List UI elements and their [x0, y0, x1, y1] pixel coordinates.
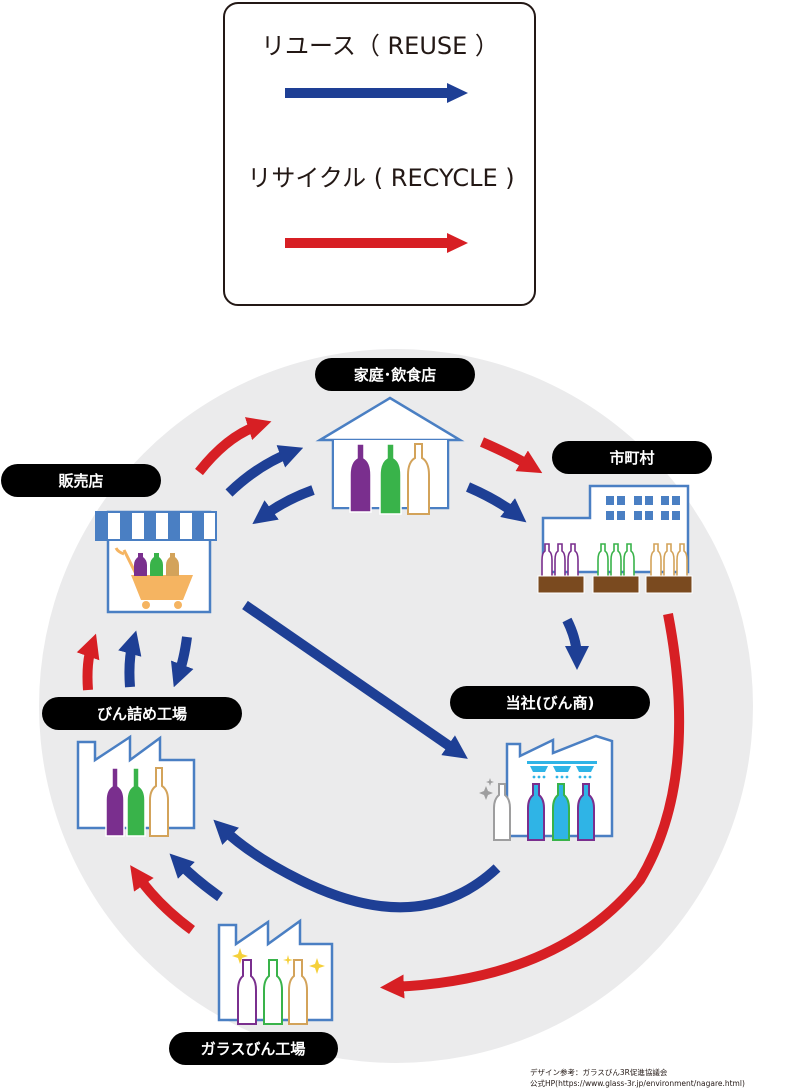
- shopping-cart-icon: [114, 547, 193, 609]
- purple-bottle-icon: [349, 443, 372, 513]
- reuse-arrow-household-to-store: [252, 485, 315, 525]
- label-bottling: びん詰め工場: [42, 697, 242, 730]
- legend: リユース（ REUSE ） リサイクル ( RECYCLE ): [223, 2, 536, 306]
- household-house-icon: [315, 396, 465, 515]
- purple-bottle-icon: [134, 553, 147, 576]
- recycle-arrow-bottling-to-store: [76, 633, 100, 691]
- recycle-arrow-municipality-to-glass: [380, 613, 685, 999]
- label-household: 家庭･飲食店: [315, 358, 475, 391]
- legend-recycle-label: リサイクル ( RECYCLE ): [247, 164, 514, 192]
- reuse-arrow-store-to-company: [242, 600, 468, 759]
- amber-bottle-icon: [149, 767, 169, 837]
- recycle-arrow-glass-to-bottling: [130, 865, 195, 935]
- credit-line-2: 公式HP(https://www.glass-3r.jp/environment…: [530, 1078, 745, 1088]
- bottling-factory-icon: [76, 734, 196, 837]
- reuse-arrow-household-to-municipality: [466, 482, 527, 523]
- label-store-text: 販売店: [58, 472, 103, 490]
- credit-line-1: デザイン参考：ガラスびん3R促進協議会: [530, 1067, 668, 1077]
- reuse-arrow-store-to-bottling: [170, 636, 194, 688]
- label-company: 当社(びん商): [450, 686, 650, 719]
- label-municipality-text: 市町村: [609, 449, 654, 467]
- crate-icon: [645, 575, 693, 594]
- legend-reuse-arrow: [285, 83, 468, 103]
- municipality-building-icon: [537, 484, 693, 594]
- reuse-arrow-company-to-bottling: [213, 819, 501, 913]
- recycle-arrow-household-to-municipality: [480, 437, 543, 474]
- purple-bottle-icon: [577, 783, 595, 841]
- recycle-arrows: [76, 417, 685, 999]
- label-glass: ガラスびん工場: [169, 1032, 338, 1065]
- washing-shower-icon: [527, 761, 597, 779]
- company-facility-icon: [479, 734, 614, 841]
- crate-icon: [592, 575, 640, 594]
- reuse-arrows: [118, 445, 589, 913]
- store-awning-icon: [95, 511, 217, 541]
- amber-bottle-icon: [166, 553, 179, 576]
- green-bottle-icon: [150, 553, 163, 576]
- reuse-arrow-glass-to-bottling: [169, 853, 223, 902]
- crate-icon: [537, 575, 585, 594]
- recycle-arrow-store-to-household: [195, 417, 272, 476]
- legend-recycle-arrow: [285, 233, 468, 253]
- purple-bottle-icon: [237, 959, 257, 1025]
- reuse-arrow-store-to-household: [225, 445, 304, 497]
- sparkle-icon: [232, 948, 325, 974]
- sparkle-icon: [479, 778, 494, 800]
- amber-bottle-icon: [288, 959, 308, 1025]
- label-store: 販売店: [1, 464, 161, 497]
- label-bottling-text: びん詰め工場: [97, 705, 187, 723]
- green-bottle-icon: [552, 783, 570, 841]
- label-glass-text: ガラスびん工場: [201, 1040, 306, 1058]
- reuse-arrow-municipality-to-company: [562, 617, 589, 671]
- label-municipality: 市町村: [552, 441, 712, 474]
- label-household-text: 家庭･飲食店: [354, 366, 437, 384]
- glass-factory-icon: [217, 918, 334, 1025]
- purple-bottle-icon: [527, 783, 545, 841]
- white-bottle-icon: [493, 783, 511, 841]
- green-bottle-icon: [126, 767, 146, 837]
- green-bottle-icon: [379, 443, 402, 515]
- reuse-arrow-bottling-to-store: [118, 630, 142, 688]
- purple-bottle-icon: [105, 767, 125, 837]
- green-bottle-icon: [263, 959, 283, 1025]
- store-shop-icon: [95, 510, 217, 614]
- amber-bottle-icon: [407, 443, 430, 515]
- label-company-text: 当社(びん商): [506, 694, 595, 712]
- legend-reuse-label: リユース（ REUSE ）: [261, 32, 499, 60]
